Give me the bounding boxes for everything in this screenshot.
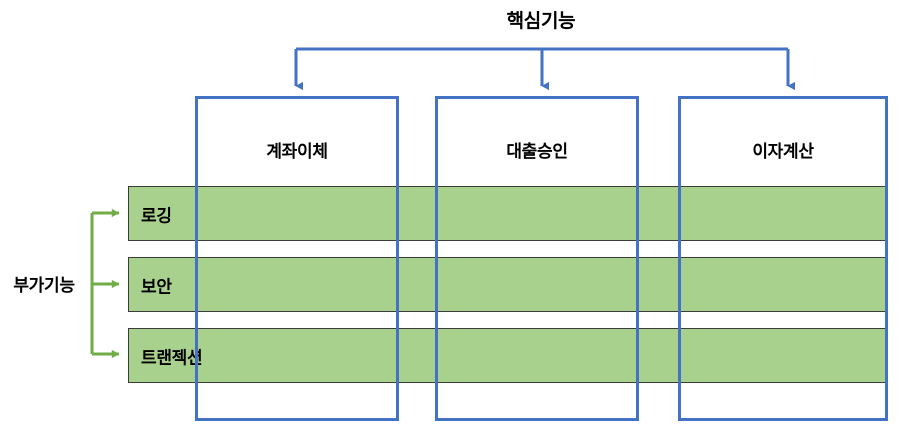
core-function-connectors bbox=[294, 47, 795, 91]
aspect-label-security: 보안 bbox=[141, 277, 172, 296]
core-function-label-3: 이자계산 bbox=[752, 142, 814, 161]
aspect-bar-transaction[interactable]: 트랜젝션 bbox=[128, 328, 888, 383]
diagram-title: 핵심기능 bbox=[506, 11, 576, 32]
core-function-label-1: 계좌이체 bbox=[266, 142, 328, 161]
aspect-group-label: 부가기능 bbox=[13, 276, 75, 295]
aspect-label-logging: 로깅 bbox=[141, 206, 172, 225]
core-function-label-2: 대출승인 bbox=[506, 142, 568, 161]
aspect-label-transaction: 트랜젝션 bbox=[141, 348, 203, 367]
aspect-bar-logging[interactable]: 로깅 bbox=[128, 186, 888, 241]
aspect-bar-security[interactable]: 보안 bbox=[128, 257, 888, 312]
aspect-connectors bbox=[90, 208, 120, 359]
